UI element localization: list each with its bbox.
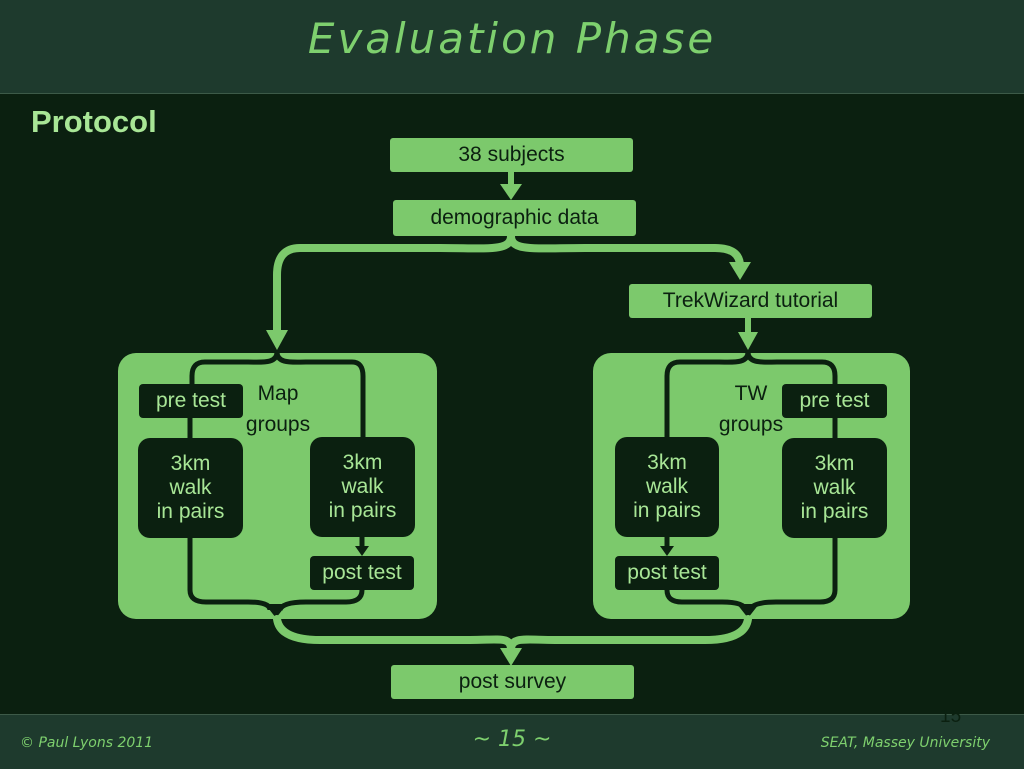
arrow-tutorial-to-tw-group <box>738 318 758 350</box>
tw-groups-label: TW groups <box>711 378 791 440</box>
tw-groups-label-line1: TW <box>734 382 768 405</box>
map-groups-label: Map groups <box>238 378 318 440</box>
map-walk-box-a: 3km walk in pairs <box>138 438 243 538</box>
walk-text-line: walk <box>813 476 856 499</box>
tw-walk-box-a: 3km walk in pairs <box>615 437 719 537</box>
footer-affiliation: SEAT, Massey University <box>820 735 990 751</box>
map-groups-label-line2: groups <box>245 413 311 436</box>
map-arrow-merge <box>265 604 287 618</box>
subjects-box: 38 subjects <box>390 138 633 172</box>
arrow-to-map-group <box>266 330 288 350</box>
arrow-subjects-to-demographic <box>500 172 522 200</box>
walk-text-line: in pairs <box>800 500 869 523</box>
walk-text-line: walk <box>645 475 688 498</box>
map-arrow-to-post-test <box>355 546 369 556</box>
walk-text-line: 3km <box>170 452 211 475</box>
tw-pre-test-box: pre test <box>782 384 887 418</box>
tw-walk-box-b: 3km walk in pairs <box>782 438 887 538</box>
demographic-data-box: demographic data <box>393 200 636 236</box>
walk-text-line: 3km <box>647 451 687 474</box>
connector-split-top <box>273 232 744 334</box>
footer-bar: © Paul Lyons 2011 ~ 15 ~ SEAT, Massey Un… <box>0 714 1024 769</box>
arrow-to-post-survey <box>500 648 522 666</box>
walk-text-line: 3km <box>814 452 855 475</box>
section-title: Protocol <box>31 104 157 139</box>
tw-groups-label-line2: groups <box>718 413 784 436</box>
trekwizard-tutorial-box: TrekWizard tutorial <box>629 284 872 318</box>
walk-text-line: 3km <box>342 451 383 474</box>
post-survey-box: post survey <box>391 665 634 699</box>
map-pre-test-box: pre test <box>139 384 243 418</box>
walk-text-line: in pairs <box>328 499 397 522</box>
map-walk-box-b: 3km walk in pairs <box>310 437 415 537</box>
footer-page-indicator: ~ 15 ~ <box>472 727 552 752</box>
tw-arrow-to-post-test <box>660 546 674 556</box>
arrow-to-tutorial <box>729 262 751 280</box>
connector-merge-bottom <box>273 615 752 654</box>
map-group-panel <box>118 353 437 619</box>
walk-text-line: in pairs <box>156 500 225 523</box>
footer-copyright: © Paul Lyons 2011 <box>20 735 154 751</box>
tw-arrow-merge <box>737 604 759 618</box>
walk-text-line: walk <box>169 476 212 499</box>
tw-post-test-box: post test <box>615 556 719 590</box>
walk-text-line: in pairs <box>633 499 701 522</box>
map-groups-label-line1: Map <box>257 382 299 405</box>
walk-text-line: walk <box>341 475 384 498</box>
tw-group-panel <box>593 353 910 619</box>
slide-number: 15 <box>940 706 962 727</box>
map-post-test-box: post test <box>310 556 414 590</box>
header-bar: Evaluation Phase <box>0 0 1024 94</box>
slide-title: Evaluation Phase <box>307 14 717 63</box>
